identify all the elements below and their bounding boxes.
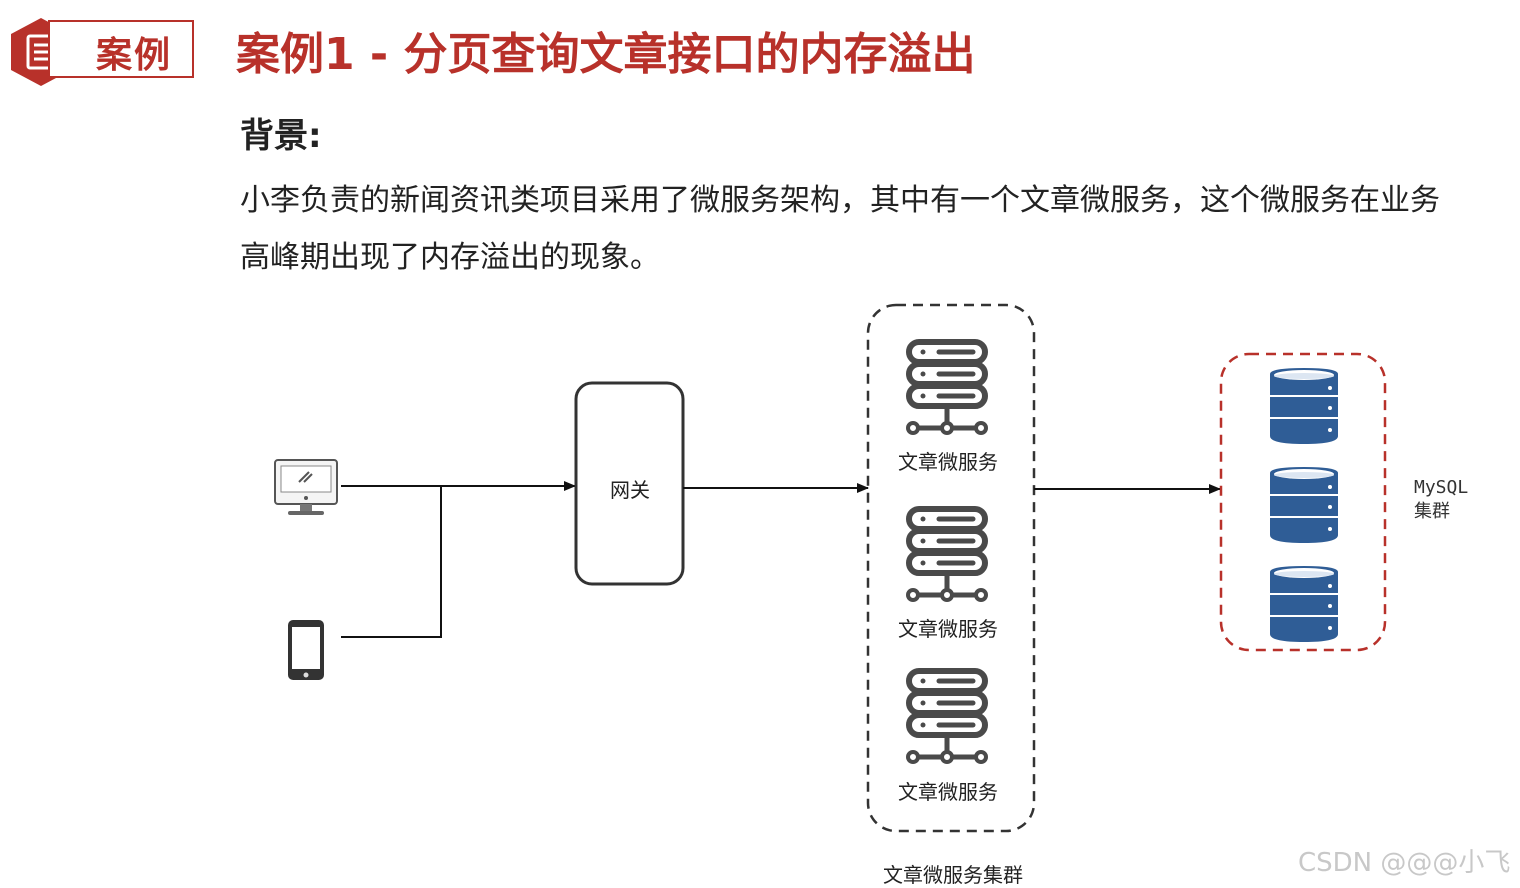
database-icon [1269, 565, 1339, 643]
phone-connector-line [341, 486, 442, 638]
cluster-label: 文章微服务集群 [883, 863, 1023, 887]
service-label: 文章微服务 [898, 780, 998, 804]
mysql-cluster-box [1219, 352, 1387, 652]
server-icon [908, 342, 986, 433]
service-label: 文章微服务 [898, 617, 998, 641]
service-cluster-box [866, 303, 1036, 833]
background-paragraph: 小李负责的新闻资讯类项目采用了微服务架构，其中有一个文章微服务，这个微服务在业务… [240, 172, 1520, 286]
server-icon [908, 509, 986, 600]
database-icon [1269, 367, 1339, 445]
badge-frame [48, 20, 194, 78]
mobile-phone-icon [288, 620, 324, 680]
background-line-1: 小李负责的新闻资讯类项目采用了微服务架构，其中有一个文章微服务，这个微服务在业务 [240, 183, 1440, 218]
server-icon [908, 671, 986, 762]
background-heading: 背景: [240, 116, 322, 156]
desktop-computer-icon [274, 459, 338, 515]
gateway-box [574, 381, 685, 586]
mysql-cluster-label: MySQL 集群 [1414, 477, 1469, 522]
gateway-label: 网关 [610, 478, 650, 502]
page-title: 案例1 - 分页查询文章接口的内存溢出 [236, 29, 976, 80]
service-label: 文章微服务 [898, 450, 998, 474]
background-line-2: 高峰期出现了内存溢出的现象。 [240, 240, 660, 275]
database-icon [1269, 466, 1339, 544]
badge-label: 案例 [96, 35, 173, 76]
watermark: CSDN @@@小飞 [1298, 848, 1511, 878]
section-badge: 案例 [8, 16, 196, 86]
